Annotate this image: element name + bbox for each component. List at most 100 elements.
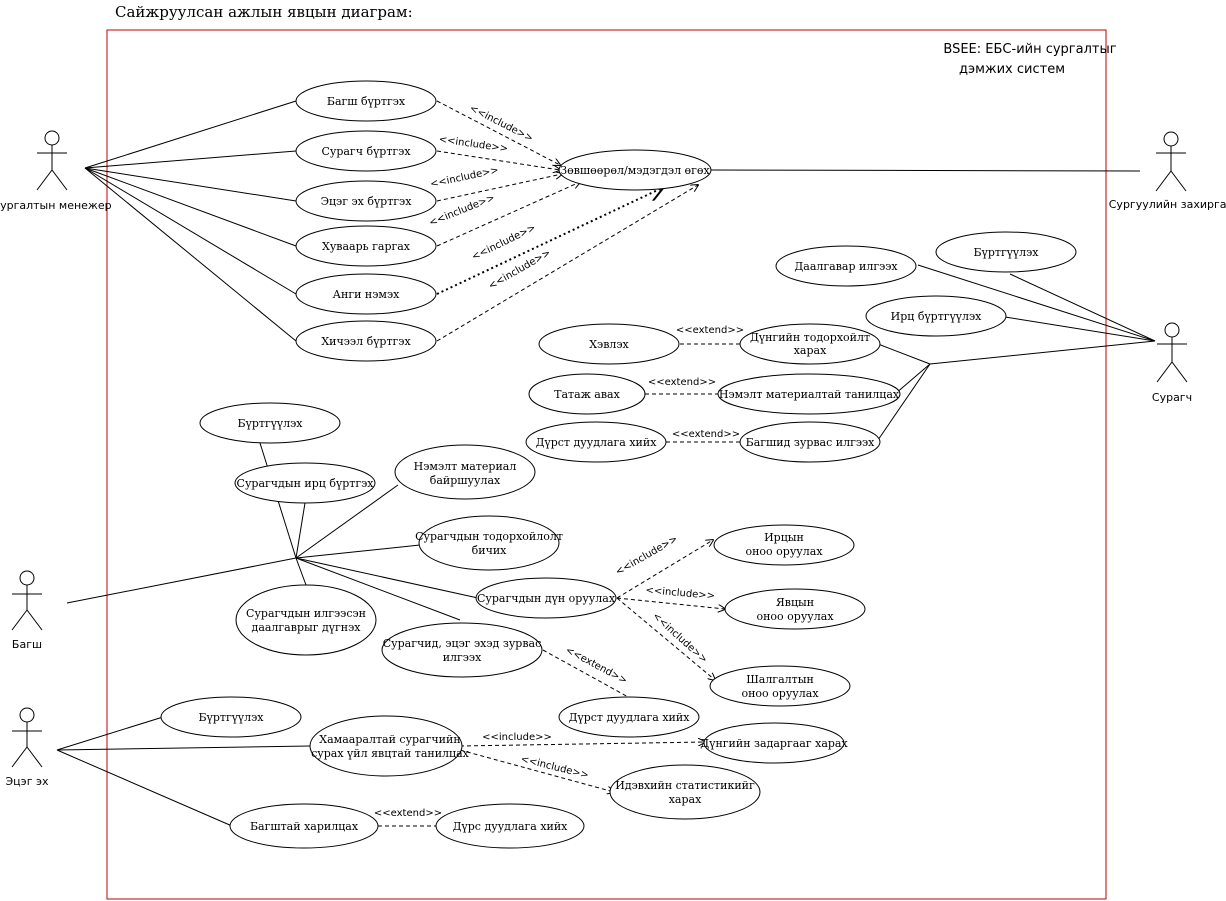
usecase-label: сурах үйл явцтай танилцах: [311, 747, 470, 760]
usecase-label: Даалгавар илгээх: [794, 260, 898, 273]
diagram-title: Сайжруулсан ажлын явцын диаграм:: [115, 3, 413, 21]
usecase-label: Эцэг эх бүртгэх: [321, 195, 413, 208]
usecase-student-video-call: [525, 421, 667, 463]
usecase-label: Сурагч бүртгэх: [321, 145, 411, 158]
relationship-stereotype-label: <<include>>: [438, 134, 509, 155]
usecase-label: Дүнгийн тодорхойлт: [750, 331, 870, 344]
usecase-grant-permission: [558, 149, 712, 191]
relationship-stereotype-label: <<include>>: [650, 611, 709, 666]
usecase-teacher-video-call: [558, 696, 700, 738]
usecase-view-activity-stats: [609, 764, 761, 820]
usecase-progress-score: [724, 588, 866, 630]
actor-teacher-label: Багш: [12, 638, 42, 651]
usecase-print: [538, 323, 680, 365]
usecase-enter-grades: [475, 577, 617, 619]
relationship-stereotype-label: <<include>>: [614, 534, 680, 578]
usecase-label: Хуваарь гаргах: [322, 240, 411, 253]
usecase-label: харах: [794, 344, 827, 357]
system-name-line2: дэмжих систем: [959, 62, 1065, 77]
usecase-view-grade-report: [739, 323, 881, 365]
relationship-stereotype-label: <<include>>: [470, 223, 538, 263]
usecase-parent-register: [160, 696, 302, 738]
relationship-stereotype-label: <<include>>: [468, 103, 535, 144]
usecase-label: оноо оруулах: [756, 610, 834, 623]
relationship-stereotype-label: <<extend>>: [374, 808, 442, 819]
usecase-register-course: [295, 320, 437, 362]
usecase-label: Багшид зурвас илгээх: [746, 436, 876, 449]
usecase-register-teacher: [295, 80, 437, 122]
usecase-label: Ирц бүртгүүлэх: [891, 310, 983, 323]
relationship-stereotype-label: <<include>>: [428, 193, 497, 229]
usecase-label: даалгаврыг дүгнэх: [252, 621, 362, 634]
relationship-stereotype-label: <<extend>>: [563, 645, 628, 687]
usecase-label: Идэвхийн статистикийг: [615, 779, 755, 792]
relationship-stereotype-label: <<include>>: [645, 585, 715, 602]
relationship-stereotype-label: <<extend>>: [648, 377, 716, 388]
usecase-download: [528, 373, 646, 415]
usecase-label: Шалгалтын: [746, 673, 814, 686]
relationship-stereotype-label: <<include>>: [429, 165, 500, 190]
usecase-label: Хичээл бүртгэх: [321, 335, 411, 348]
actor-principal-label: Сургуулийн захиргаа: [1109, 198, 1226, 211]
usecase-label: Дүрст дуудлага хийх: [569, 711, 691, 724]
usecase-label: Багш бүртгэх: [327, 95, 406, 108]
usecase-label: Бүртгүүлэх: [199, 711, 265, 724]
actor-student: [1156, 322, 1188, 383]
usecase-send-homework: [775, 245, 917, 287]
usecase-label: Хэвлэх: [589, 338, 629, 351]
usecase-label: Зөвшөөрөл/мэдэгдэл өгөх: [560, 164, 710, 177]
actor-parent: [11, 707, 43, 768]
actor-principal: [1155, 131, 1187, 192]
system-name-line1: BSEE: ЕБС-ийн сургалтыг: [943, 42, 1116, 57]
usecase-label: илгээх: [443, 651, 482, 664]
usecase-label: Дүнгийн задаргааг харах: [700, 737, 848, 750]
usecase-label: Багштай харилцах: [250, 820, 359, 833]
usecase-label: оноо оруулах: [745, 545, 823, 558]
relationship-stereotype-label: <<extend>>: [672, 429, 740, 440]
usecase-label: Бүртгүүлэх: [238, 417, 304, 430]
usecase-label: Нэмэлт материалтай танилцах: [719, 388, 900, 401]
actor-manager-label: Сургалтын менежер: [0, 199, 112, 212]
usecase-register-student: [295, 130, 437, 172]
relationship-stereotype-label: <<include>>: [519, 754, 589, 782]
usecase-view-child-progress: [309, 715, 463, 777]
actor-manager: [36, 130, 68, 191]
actor-teacher: [11, 570, 43, 631]
usecase-message-students-parents: [381, 622, 543, 678]
usecase-contact-teacher: [229, 803, 379, 849]
usecase-label: харах: [669, 793, 702, 806]
actor-parent-label: Эцэг эх: [5, 775, 49, 788]
usecase-evaluate-homework: [235, 584, 377, 656]
usecase-attendance-score: [713, 524, 855, 566]
usecase-label: Сурагчдын дүн оруулах: [477, 592, 616, 605]
usecase-label: оноо оруулах: [741, 687, 819, 700]
usecase-write-characteristics: [418, 515, 560, 571]
usecase-label: Сурагчдын ирц бүртгэх: [237, 477, 375, 490]
usecase-teacher-register: [199, 402, 341, 444]
usecase-add-class: [295, 273, 437, 315]
usecase-label: Ирцын: [764, 531, 804, 544]
usecase-label: Сурагчдын илгээсэн: [246, 607, 366, 620]
usecase-label: Дүрст дуудлага хийх: [536, 436, 658, 449]
actor-student-label: Сурагч: [1152, 391, 1192, 404]
usecase-exam-score: [709, 665, 851, 707]
usecase-label: Сурагчдын тодорхойлолт: [415, 530, 563, 543]
usecase-student-register: [935, 231, 1077, 273]
usecase-view-materials: [717, 373, 901, 415]
usecase-label: Нэмэлт материал: [414, 460, 517, 473]
usecase-label: Явцын: [776, 596, 814, 609]
relationship-stereotype-label: <<include>>: [482, 732, 552, 743]
usecase-register-attendance: [865, 295, 1007, 337]
system-boundary: [106, 29, 1107, 900]
usecase-label: Хамааралтай сурагчийн: [319, 733, 460, 746]
usecase-label: Бүртгүүлэх: [974, 246, 1040, 259]
usecase-record-attendance: [234, 462, 376, 504]
usecase-make-schedule: [295, 225, 437, 267]
usecase-label: Дүрс дуудлага хийх: [453, 820, 569, 833]
usecase-label: байршуулах: [430, 474, 501, 487]
usecase-label: Сурагчид, эцэг эхэд зурвас: [383, 637, 542, 650]
usecase-message-teacher: [739, 421, 881, 463]
usecase-view-grade-breakdown: [703, 722, 845, 764]
usecase-label: бичих: [472, 544, 508, 557]
